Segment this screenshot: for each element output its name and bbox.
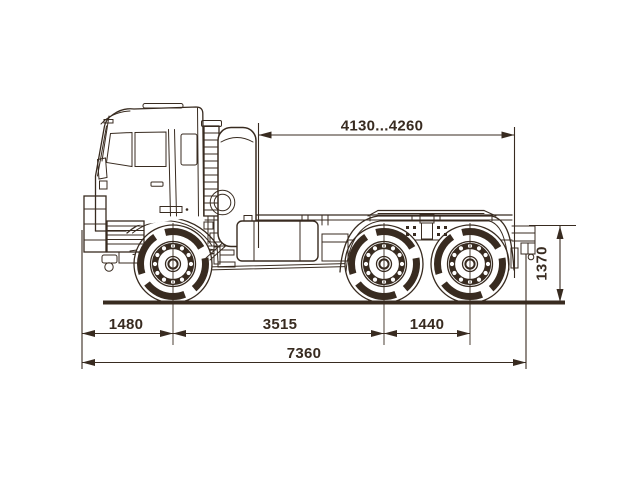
cab	[94, 103, 205, 232]
rear-end-details	[511, 225, 536, 261]
bogie-suspension	[406, 222, 447, 240]
mirror	[96, 115, 110, 190]
ladder-rung	[217, 261, 236, 268]
step-box	[118, 251, 140, 264]
dimension-label-bogie-axle-spacing: 1440	[410, 316, 445, 333]
driveshaft	[205, 261, 357, 271]
door-handle	[150, 181, 164, 187]
tow-hitch	[101, 254, 118, 264]
rear-side-window	[180, 133, 198, 166]
dimension-label-chassis-span: 4130...4260	[341, 118, 424, 135]
rear-fender	[339, 215, 519, 273]
dimension-label-front-overhang: 1480	[109, 316, 144, 333]
roof-fairing	[142, 103, 184, 109]
air-cleaner-housing	[209, 189, 236, 216]
dimension-overall-length: 7360	[82, 254, 527, 369]
fifth-wheel-plate	[367, 209, 497, 224]
air-intake-stack	[201, 120, 222, 217]
front-bumper	[83, 195, 145, 272]
dimension-label-overall-length: 7360	[287, 345, 322, 362]
ladder-rung	[219, 249, 235, 256]
side-badge	[159, 206, 183, 213]
side-window-front	[105, 131, 133, 168]
battery-box	[321, 233, 349, 262]
dimension-top-span: 4130...4260	[257, 118, 516, 278]
dimension-row-axles: 1480 3515 1440	[81, 230, 470, 369]
door-window	[134, 131, 167, 167]
filler-cap	[243, 215, 253, 222]
fuel-tank	[236, 215, 319, 262]
dimension-rear-height: 1370	[529, 224, 576, 302]
dimension-label-front-axle-to-bogie: 3515	[263, 316, 298, 333]
dimension-label-rear-height: 1370	[534, 246, 551, 281]
front-wheel	[134, 223, 212, 345]
